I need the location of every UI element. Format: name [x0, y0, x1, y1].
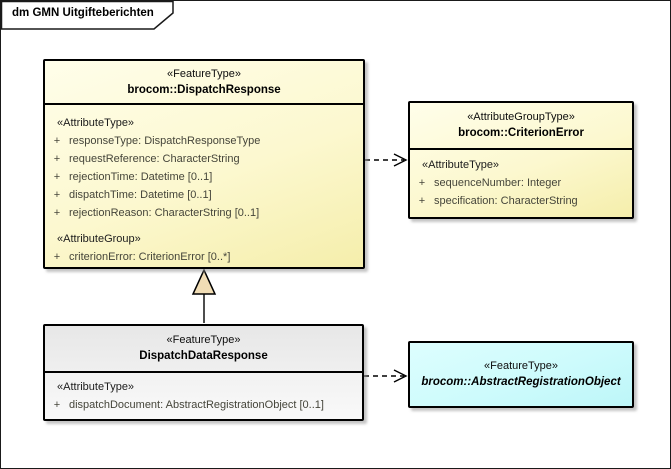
- attribute-row[interactable]: + dispatchTime: Datetime [0..1]: [45, 186, 363, 204]
- section-heading: «AttributeType»: [422, 159, 500, 171]
- attribute-visibility: +: [53, 189, 61, 201]
- stereotype-label: «FeatureType»: [167, 67, 241, 80]
- attribute-row[interactable]: + criterionError: CriterionError [0..*]: [45, 248, 363, 266]
- attribute-text: requestReference: CharacterString: [69, 153, 240, 165]
- stereotype-label: «FeatureType»: [166, 334, 241, 346]
- stereotype-label: «AttributeGroupType»: [467, 111, 575, 123]
- stereotype-label: «FeatureType»: [484, 360, 558, 372]
- attribute-row[interactable]: + requestReference: CharacterString: [45, 150, 363, 168]
- class-attributes-criterion-error: «AttributeType» + sequenceNumber: Intege…: [410, 150, 632, 210]
- section-heading: «AttributeGroup»: [57, 233, 141, 245]
- attribute-text: dispatchDocument: AbstractRegistrationOb…: [69, 399, 324, 411]
- attribute-text: rejectionTime: Datetime [0..1]: [69, 171, 213, 183]
- class-name: brocom::DispatchResponse: [127, 83, 281, 96]
- class-box-dispatch-data-response[interactable]: «FeatureType» DispatchDataResponse «Attr…: [43, 324, 364, 421]
- dependency-arrow-dispatchdataresponse-abstractregistrationobject[interactable]: [364, 369, 408, 383]
- attribute-text: criterionError: CriterionError [0..*]: [69, 251, 231, 263]
- class-header-criterion-error: «AttributeGroupType» brocom::CriterionEr…: [410, 103, 632, 150]
- attribute-visibility: +: [53, 251, 61, 263]
- attribute-text: specification: CharacterString: [434, 195, 578, 207]
- generalization-arrow-dispatchdataresponse-dispatchresponse[interactable]: [191, 268, 217, 323]
- attribute-row[interactable]: + rejectionTime: Datetime [0..1]: [45, 168, 363, 186]
- hollow-triangle-arrowhead: [191, 268, 217, 295]
- dependency-arrow-dispatchresponse-criterionerror[interactable]: [365, 153, 408, 167]
- attribute-text: rejectionReason: CharacterString [0..1]: [69, 207, 260, 219]
- attribute-visibility: +: [53, 399, 61, 411]
- attribute-text: dispatchTime: Datetime [0..1]: [69, 189, 212, 201]
- class-name: DispatchDataResponse: [139, 350, 268, 362]
- attribute-row[interactable]: + responseType: DispatchResponseType: [45, 132, 363, 150]
- class-box-criterion-error[interactable]: «AttributeGroupType» brocom::CriterionEr…: [408, 101, 634, 219]
- attribute-row[interactable]: + sequenceNumber: Integer: [410, 174, 632, 192]
- attribute-row[interactable]: + dispatchDocument: AbstractRegistration…: [45, 396, 362, 414]
- attribute-visibility: +: [418, 195, 426, 207]
- attribute-text: responseType: DispatchResponseType: [69, 135, 261, 147]
- class-header-dispatch-data-response: «FeatureType» DispatchDataResponse: [45, 326, 362, 373]
- attribute-row[interactable]: + specification: CharacterString: [410, 192, 632, 210]
- section-heading: «AttributeType»: [57, 117, 135, 129]
- class-attributes-dispatch-response: «AttributeType» + responseType: Dispatch…: [45, 105, 363, 266]
- attribute-visibility: +: [418, 177, 426, 189]
- class-attributes-dispatch-data-response: «AttributeType» + dispatchDocument: Abst…: [45, 373, 362, 414]
- class-header-dispatch-response: «FeatureType» brocom::DispatchResponse: [45, 61, 363, 105]
- class-name: brocom::AbstractRegistrationObject: [421, 376, 621, 388]
- class-header-abstract-registration-object: «FeatureType» brocom::AbstractRegistrati…: [410, 343, 632, 406]
- attribute-visibility: +: [53, 207, 61, 219]
- attribute-row[interactable]: + rejectionReason: CharacterString [0..1…: [45, 204, 363, 222]
- class-box-abstract-registration-object[interactable]: «FeatureType» brocom::AbstractRegistrati…: [408, 341, 634, 408]
- frame-title: dm GMN Uitgifteberichten: [12, 7, 154, 19]
- attribute-visibility: +: [53, 171, 61, 183]
- attribute-text: sequenceNumber: Integer: [434, 177, 562, 189]
- attribute-visibility: +: [53, 135, 61, 147]
- class-box-dispatch-response[interactable]: «FeatureType» brocom::DispatchResponse «…: [43, 59, 365, 269]
- class-name: brocom::CriterionError: [458, 127, 584, 139]
- section-heading: «AttributeType»: [57, 381, 135, 393]
- attribute-visibility: +: [53, 153, 61, 165]
